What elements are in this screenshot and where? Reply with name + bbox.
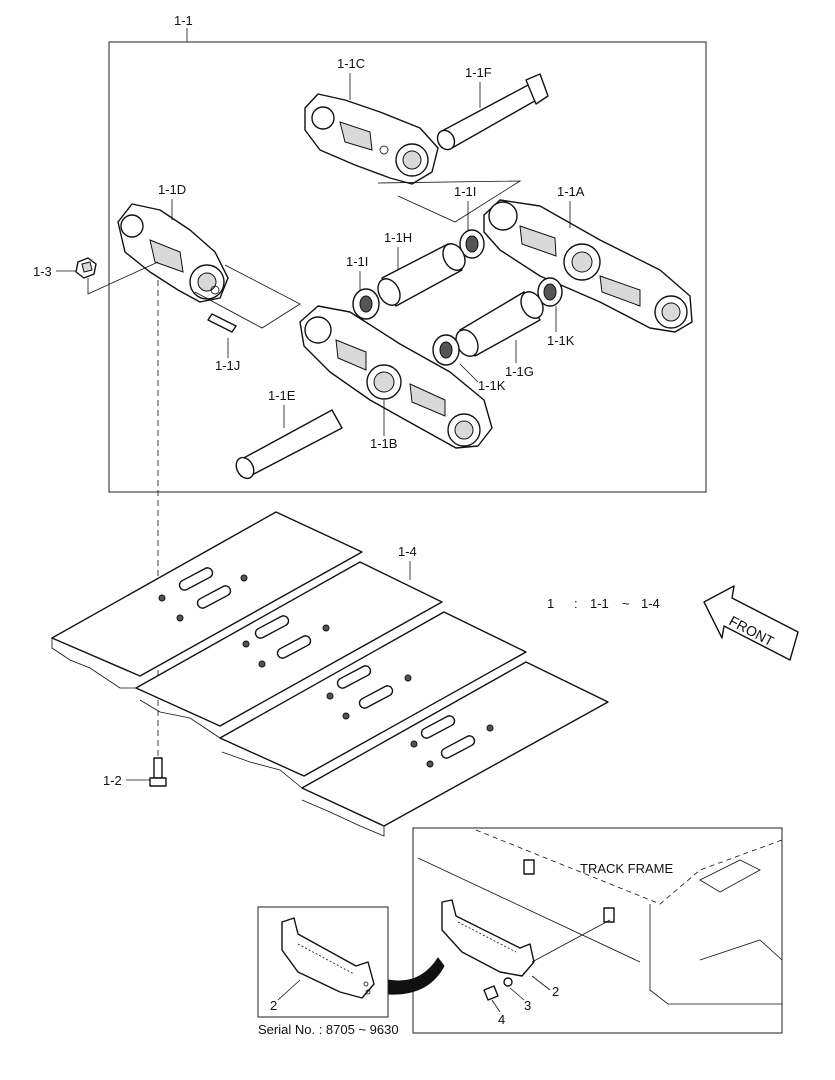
lock-pin-1-1j [207, 313, 237, 333]
bolt-1-2 [149, 757, 167, 787]
link-1-1b [299, 305, 493, 449]
note-tilde: ~ [622, 596, 630, 611]
label-pin-1-1e: 1-1E [268, 388, 296, 403]
label-seal-1-1i-top: 1-1I [454, 184, 476, 199]
label-bushing-1-1g: 1-1G [505, 364, 534, 379]
label-bolt-1-2: 1-2 [103, 773, 122, 788]
track-frame-inset [412, 827, 783, 1034]
note-sep: : [574, 596, 578, 611]
label-bushing-1-1h: 1-1H [384, 230, 412, 245]
label-spacer-1-1k-mid: 1-1K [478, 378, 506, 393]
label-pin-1-1f: 1-1F [465, 65, 492, 80]
label-link-1-1b: 1-1B [370, 436, 397, 451]
seal-1-1i-mid [352, 288, 380, 320]
track-frame-drawing [417, 829, 783, 1005]
label-link-1-1a: 1-1A [557, 184, 585, 199]
pin-1-1f [436, 73, 549, 151]
label-spacer-1-1k-right: 1-1K [547, 333, 575, 348]
spacer-1-1k-mid [432, 334, 460, 366]
front-arrow-icon [703, 585, 799, 661]
link-1-1d [117, 203, 229, 303]
serial-number: Serial No. : 8705 ~ 9630 [258, 1022, 399, 1037]
pin-1-1e [235, 409, 343, 480]
bushing-1-1h [377, 243, 466, 307]
note-c: 1-4 [641, 596, 660, 611]
label-nut-1-3: 1-3 [33, 264, 52, 279]
label-shoe-1-4: 1-4 [398, 544, 417, 559]
label-seal-1-1i-mid: 1-1I [346, 254, 368, 269]
label-guard-inset-2: 2 [270, 998, 277, 1013]
track-shoes-1-4 [51, 511, 609, 837]
guard-drawing [281, 917, 375, 999]
spacer-1-1k-right [537, 277, 563, 307]
seal-1-1i-top [459, 229, 485, 259]
label-guard-2: 2 [552, 984, 559, 999]
nut-1-3 [75, 257, 97, 279]
link-1-1a [483, 199, 693, 333]
bushing-1-1g [455, 291, 544, 357]
assembly-frame [108, 41, 707, 493]
label-link-1-1c: 1-1C [337, 56, 365, 71]
curved-arrow-icon [387, 957, 445, 995]
link-1-1c [304, 93, 439, 185]
label-link-1-1d: 1-1D [158, 182, 186, 197]
track-frame-label: TRACK FRAME [580, 861, 674, 876]
label-lock-1-1j: 1-1J [215, 358, 240, 373]
label-washer-3: 3 [524, 998, 531, 1013]
note-a: 1 [547, 596, 554, 611]
label-assembly: 1-1 [174, 13, 193, 28]
guard-inset [257, 906, 389, 1018]
label-screw-4: 4 [498, 1012, 505, 1027]
note-b: 1-1 [590, 596, 609, 611]
